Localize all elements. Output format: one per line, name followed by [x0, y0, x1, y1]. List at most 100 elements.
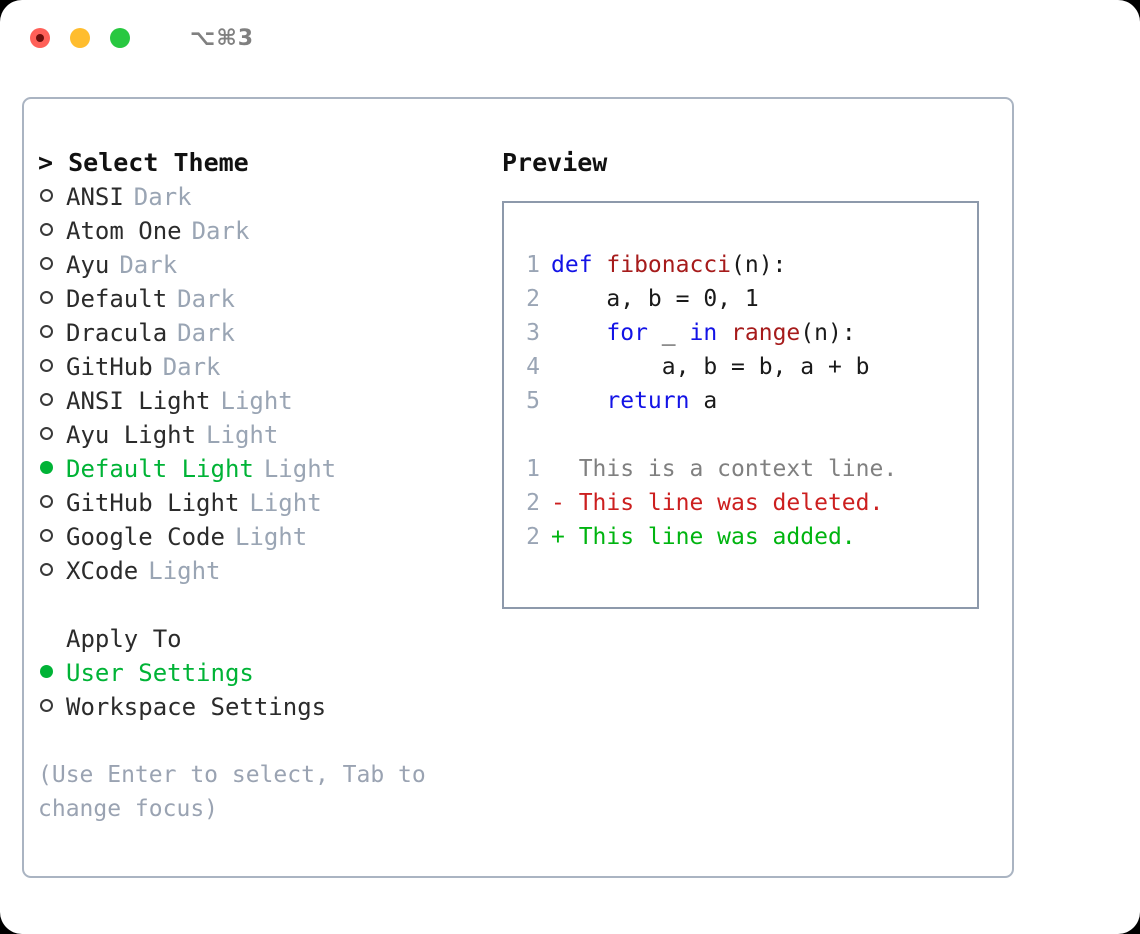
theme-option-label: Ayu [66, 251, 110, 279]
theme-option-category: Light [234, 523, 308, 551]
code-line-text: def fibonacci(n): [551, 248, 786, 282]
code-line-number: 2 [526, 286, 540, 312]
code-token-txt [551, 320, 606, 346]
theme-option-category: Light [263, 455, 337, 483]
diff-line-text: - This line was deleted. [551, 490, 884, 516]
preview-title: Preview [502, 148, 608, 177]
theme-option-ayu[interactable]: Ayu Dark [38, 248, 508, 282]
code-token-txt: (n): [800, 320, 856, 346]
code-line-text: a, b = b, a + b [551, 350, 870, 384]
diff-line-text: + This line was added. [551, 524, 856, 550]
theme-option-category: Light [249, 489, 322, 517]
theme-option-ansi[interactable]: ANSI Dark [38, 180, 508, 214]
theme-option-label: Default Light [66, 455, 254, 483]
theme-option-category: Dark [177, 319, 235, 347]
diff-sample: 1 This is a context line. 2 - This line wa… [516, 452, 969, 554]
theme-option-label: Atom One [66, 217, 182, 245]
code-token-kw: def [551, 252, 607, 278]
theme-option-category: Dark [119, 251, 178, 279]
theme-option-atom-one[interactable]: Atom One Dark [38, 214, 508, 248]
code-token-txt: (n): [731, 252, 787, 278]
code-line: 2 a, b = 0, 1 [516, 282, 969, 316]
theme-option-label: Google Code [66, 523, 225, 551]
theme-option-label: Dracula [66, 319, 168, 347]
window-controls [30, 28, 130, 48]
code-token-txt [717, 320, 731, 346]
code-line-text: return a [551, 384, 717, 418]
code-line-number: 4 [526, 354, 540, 380]
diff-line-deleted: 2 - This line was deleted. [516, 486, 969, 520]
theme-option-category: Light [148, 557, 221, 585]
code-token-txt: a, b = b, a + b [551, 354, 870, 380]
apply-to-option-workspace-settings[interactable]: Workspace Settings [38, 690, 508, 724]
code-line: 4 a, b = b, a + b [516, 350, 969, 384]
code-line-text: for _ in range(n): [551, 316, 856, 350]
code-line: 5 return a [516, 384, 969, 418]
apply-to-option-user-settings[interactable]: User Settings [38, 656, 508, 690]
theme-option-ansi-light[interactable]: ANSI Light Light [38, 384, 508, 418]
theme-option-label: ANSI Light [66, 387, 211, 415]
diff-line-context: 1 This is a context line. [516, 452, 969, 486]
theme-option-label: GitHub Light [66, 489, 240, 517]
theme-option-default[interactable]: Default Dark [38, 282, 508, 316]
code-token-txt: a [689, 388, 718, 414]
theme-option-default-light[interactable]: Default Light Light [38, 452, 508, 486]
code-token-kw: for [606, 320, 648, 346]
keyboard-shortcut-label: ⌥⌘3 [190, 25, 255, 51]
theme-option-google-code[interactable]: Google Code Light [38, 520, 508, 554]
apply-to-option-label: Workspace Settings [66, 693, 327, 721]
diff-line-number: 1 [526, 456, 540, 482]
theme-option-dracula[interactable]: Dracula Dark [38, 316, 508, 350]
theme-option-category: Dark [162, 353, 221, 381]
keyboard-hint: (Use Enter to select, Tab to change focu… [38, 762, 440, 822]
theme-option-category: Light [206, 421, 279, 449]
code-token-kw: return [606, 388, 690, 414]
theme-option-category: Dark [133, 183, 192, 211]
theme-option-label: ANSI [66, 183, 124, 211]
code-token-fn: range [731, 320, 801, 346]
code-token-txt: a, b = 0, 1 [551, 286, 759, 312]
apply-to-label: Apply To [66, 625, 182, 653]
code-line-text: a, b = 0, 1 [551, 282, 759, 316]
diff-line-added: 2 + This line was added. [516, 520, 969, 554]
code-line-number: 5 [526, 388, 540, 414]
diff-line-number: 2 [526, 524, 540, 550]
diff-line-number: 2 [526, 490, 540, 516]
spacer [38, 588, 508, 622]
theme-option-ayu-light[interactable]: Ayu Light Light [38, 418, 508, 452]
code-line: 3 for _ in range(n): [516, 316, 969, 350]
code-diff-separator [516, 418, 969, 452]
minimize-button[interactable] [70, 28, 90, 48]
theme-option-github-light[interactable]: GitHub Light Light [38, 486, 508, 520]
theme-option-label: Default [66, 285, 168, 313]
theme-option-label: Ayu Light [66, 421, 197, 449]
code-token-txt: _ [647, 320, 690, 346]
theme-option-category: Dark [191, 217, 250, 245]
select-theme-header: > Select Theme [38, 148, 249, 177]
code-token-fn: fibonacci [606, 252, 732, 278]
theme-option-category: Light [220, 387, 293, 415]
code-token-kw: in [689, 320, 718, 346]
title-bar: ⌥⌘3 [0, 0, 1140, 76]
maximize-button[interactable] [110, 28, 130, 48]
theme-option-category: Dark [177, 285, 235, 313]
theme-option-label: GitHub [66, 353, 153, 381]
code-token-txt [551, 388, 606, 414]
close-button[interactable] [30, 28, 50, 48]
theme-option-label: XCode [66, 557, 139, 585]
apply-to-option-label: User Settings [66, 659, 254, 687]
diff-line-text: This is a context line. [551, 456, 898, 482]
theme-option-github[interactable]: GitHub Dark [38, 350, 508, 384]
theme-option-xcode[interactable]: XCode Light [38, 554, 508, 588]
